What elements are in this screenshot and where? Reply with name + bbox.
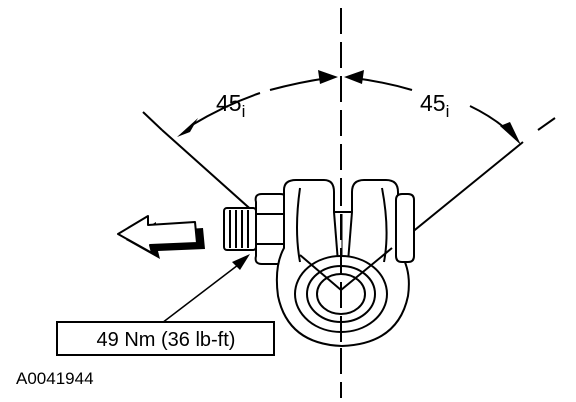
right-45-dashed-extension	[537, 117, 556, 131]
right-angle-arc	[344, 70, 521, 145]
bolt-thread	[223, 207, 257, 251]
figure-id-label: A0041944	[16, 369, 94, 388]
torque-spec-label: 49 Nm (36 lb-ft)	[97, 329, 236, 351]
left-angle-label: 45i	[216, 90, 245, 121]
direction-arrow-icon	[117, 215, 205, 259]
torque-leader-arrowhead	[232, 254, 250, 270]
right-arc-arrowhead-outer	[500, 122, 521, 145]
left-45-dashed-extension	[142, 111, 163, 131]
right-arc-arrowhead-inner	[344, 70, 364, 84]
left-arc-arrowhead-outer	[177, 118, 198, 137]
left-arc-arrowhead-inner	[318, 70, 338, 84]
right-angle-label: 45i	[420, 90, 449, 121]
right-washer	[395, 193, 415, 263]
left-angle-arc	[177, 70, 338, 137]
torque-leader-line	[161, 264, 239, 324]
torque-callout-box	[56, 321, 275, 356]
